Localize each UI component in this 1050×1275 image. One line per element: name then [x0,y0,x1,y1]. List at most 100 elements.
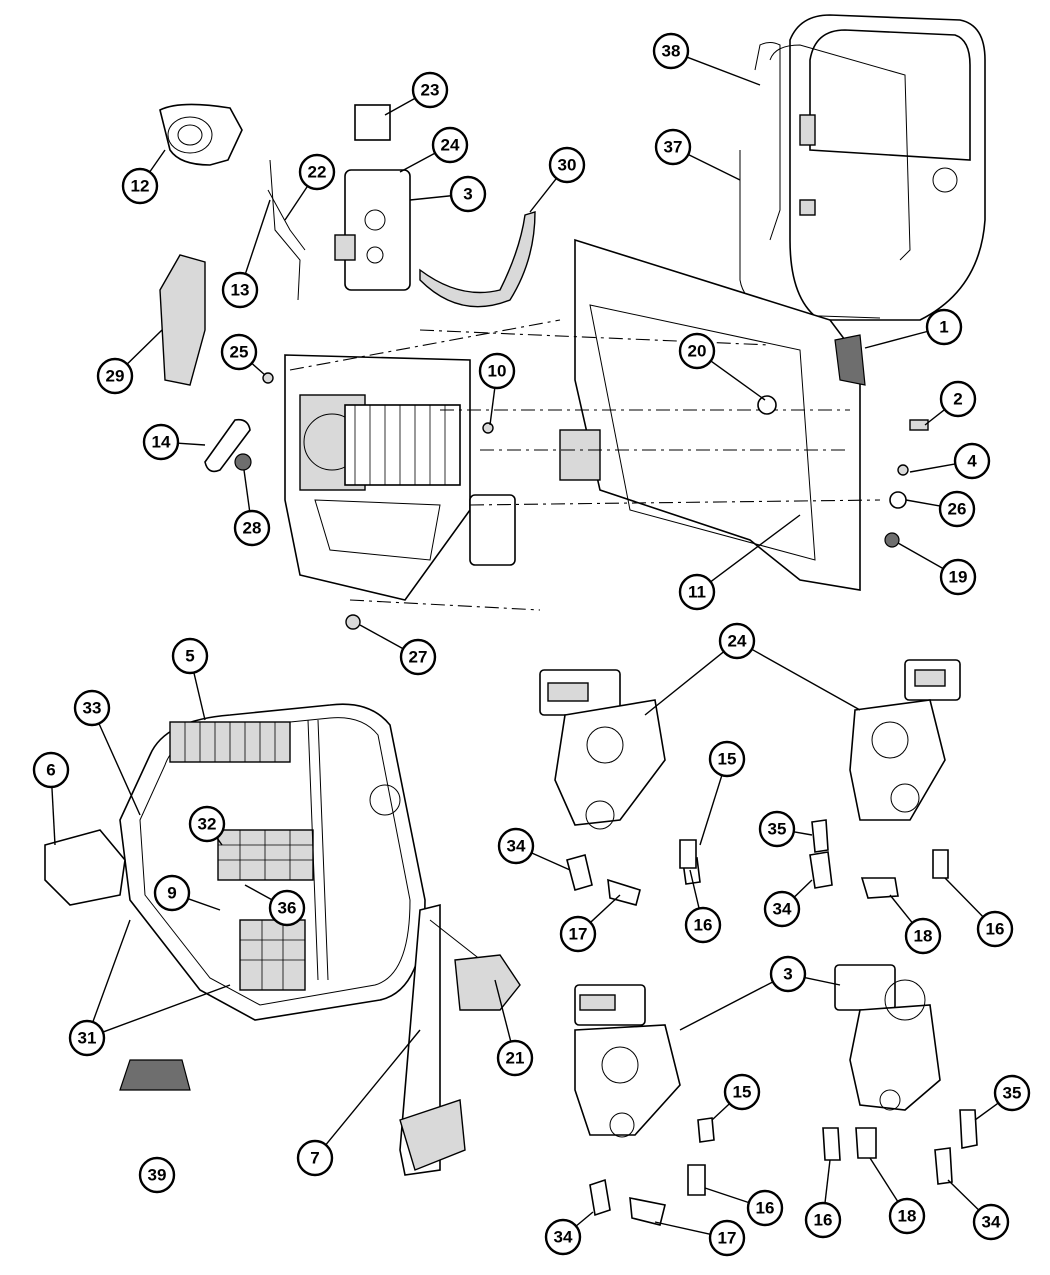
leader-line-c35b-48 [974,1102,999,1121]
callout-28: 28 [233,509,271,547]
leader-line-c12-12 [149,149,166,173]
leader-line-c24b-31 [644,651,725,716]
svg-text:4: 4 [967,452,977,471]
svg-text:36: 36 [278,899,297,918]
callout-27: 27 [399,638,437,676]
clip-35a [811,819,829,853]
leader-line-c24b-32 [751,648,861,711]
leader-line-c34b-44 [793,879,813,898]
bolt-27 [345,614,361,630]
leader-lines [51,56,999,1235]
outer-door-shell [559,238,866,591]
leader-line-c17b-22 [654,1221,711,1235]
leader-line-c4-5 [909,463,956,473]
panel-carrier-5 [119,703,426,1021]
leader-line-c23-29 [384,97,416,116]
leader-line-c2-1 [924,408,946,426]
clip-16d [822,1127,841,1161]
leader-line-c34a-43 [531,852,571,871]
leader-line-c16d-20 [824,1159,831,1204]
svg-text:20: 20 [688,342,707,361]
leader-line-c20-26 [710,360,766,401]
svg-text:18: 18 [914,927,933,946]
svg-text:35: 35 [768,820,787,839]
bolt-2 [909,419,929,431]
clip-34b [809,851,833,889]
callout-26: 26 [938,490,976,528]
leader-line-c15b-16 [711,1103,731,1121]
leader-line-c34c-45 [575,1211,594,1227]
callout-14: 14 [142,423,180,461]
leader-line-c17a-21 [589,894,621,923]
svg-text:34: 34 [507,837,526,856]
callout-16d: 16 [804,1201,842,1239]
door-frame-38 [739,14,986,321]
callout-10: 10 [478,352,516,390]
handle-14 [204,418,251,473]
trim-piece-29 [159,254,206,386]
callout-34d: 34 [972,1203,1010,1241]
callout-18b: 18 [888,1197,926,1235]
clip-16c [687,1164,706,1196]
callout-12: 12 [121,167,159,205]
switch-39 [119,1059,191,1091]
callout-16c: 16 [746,1189,784,1227]
svg-text:11: 11 [688,583,706,602]
nut-19 [884,532,900,548]
svg-text:3: 3 [463,185,472,204]
clip-18b [855,1127,877,1159]
svg-text:16: 16 [814,1211,833,1230]
window-regulator-7 [399,903,521,1176]
clip-35b [959,1109,978,1149]
callout-21: 21 [496,1039,534,1077]
leader-line-c28-36 [243,469,251,512]
svg-text:15: 15 [733,1083,752,1102]
svg-text:34: 34 [982,1213,1001,1232]
latch-variant-24-left [539,669,666,830]
svg-text:39: 39 [148,1166,167,1185]
callout-13: 13 [221,271,259,309]
callout-35b: 35 [993,1074,1031,1112]
svg-text:3: 3 [783,965,792,984]
leader-line-c15a-15 [699,775,723,846]
svg-text:9: 9 [167,884,176,903]
leader-line-c10-10 [489,387,496,426]
part-drawings [44,14,986,1226]
callout-24b: 24 [718,622,756,660]
svg-text:29: 29 [106,367,125,386]
callout-22: 22 [298,153,336,191]
leader-line-c25-33 [251,362,266,376]
clip-18a [860,877,899,899]
svg-text:32: 32 [198,815,217,834]
callout-15b: 15 [723,1073,761,1111]
callout-18a: 18 [904,917,942,955]
clip-15b [697,1117,715,1143]
bracket-6 [44,829,126,906]
svg-text:34: 34 [554,1228,573,1247]
clip-16a [679,839,697,869]
leader-line-c13-13 [244,199,271,275]
leader-line-c5-6 [193,672,206,721]
svg-text:38: 38 [662,42,681,61]
callout-37: 37 [654,128,692,166]
svg-text:24: 24 [441,136,460,155]
leader-line-c32-41 [216,837,223,846]
leader-line-c36-49 [244,884,273,901]
callout-36: 36 [268,889,306,927]
clip-10 [482,422,494,434]
svg-text:15: 15 [718,750,737,769]
leader-line-c35a-47 [793,831,813,836]
callout-33: 33 [73,689,111,727]
leader-line-c3b-4 [679,981,774,1031]
leader-line-c29-37 [126,329,163,365]
leader-line-c16a-17 [689,869,700,909]
bracket-23 [354,104,391,141]
leader-line-c16b-18 [944,877,984,918]
svg-text:34: 34 [773,900,792,919]
screw-25 [262,372,274,384]
leader-line-c21-27 [494,979,512,1042]
leader-line-c31-40 [102,984,231,1033]
callout-16a: 16 [684,906,722,944]
callout-19: 19 [939,558,977,596]
